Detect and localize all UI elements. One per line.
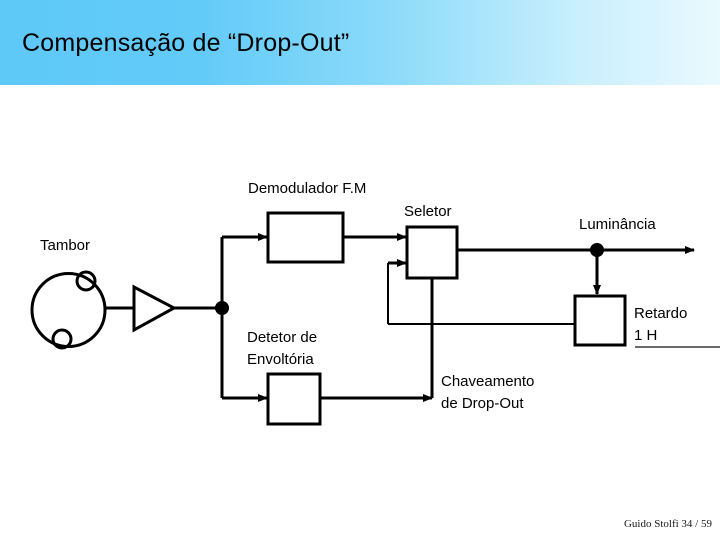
label-demodulador: Demodulador F.M xyxy=(248,180,367,197)
retardo-box xyxy=(573,294,627,347)
label-chaveamento-line1: Chaveamento xyxy=(441,373,535,390)
title-band: Compensação de “Drop-Out” xyxy=(0,0,720,85)
block-diagram xyxy=(30,211,720,426)
label-detetor-line1: Detetor de xyxy=(247,329,318,346)
amplifier-triangle xyxy=(132,284,178,333)
label-retardo-line2: 1 H xyxy=(634,326,658,344)
page-title: Compensação de “Drop-Out” xyxy=(22,29,350,57)
footer-credit: Guido Stolfi 34 / 59 xyxy=(623,518,712,530)
label-chaveamento: Chaveamento de Drop-Out xyxy=(441,371,534,415)
label-retardo: Retardo 1 H xyxy=(634,303,687,347)
seletor-box xyxy=(405,225,459,280)
drum-head-upper xyxy=(75,270,97,292)
label-detetor-line2: Envoltória xyxy=(247,350,314,368)
label-tambor: Tambor xyxy=(40,237,91,254)
label-detetor: Detetor de Envoltória xyxy=(247,327,317,371)
slide-footer: Guido Stolfi 34 / 59 xyxy=(0,515,720,540)
detetor-box xyxy=(266,372,322,426)
label-chaveamento-line2: de Drop-Out xyxy=(441,394,524,412)
label-retardo-line1: Retardo xyxy=(634,305,688,322)
demodulador-box xyxy=(266,211,345,264)
label-seletor: Seletor xyxy=(404,203,452,220)
drum-head-lower xyxy=(51,328,73,350)
label-luminancia: Luminância xyxy=(579,216,656,233)
